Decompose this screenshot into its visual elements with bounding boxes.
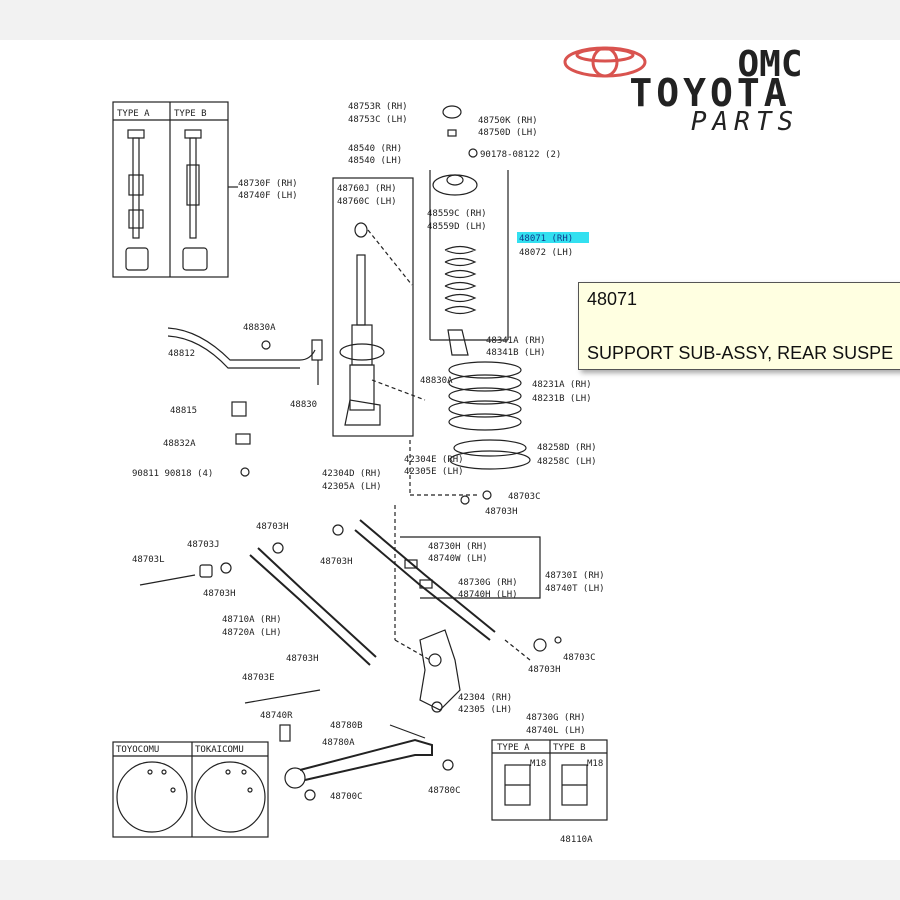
inset-type-b: TYPE B — [174, 109, 207, 119]
label-48830A[interactable]: 48830A — [243, 323, 276, 333]
label-48540-rh[interactable]: 48540 (RH) — [348, 144, 402, 154]
label-48780B[interactable]: 48780B — [330, 721, 363, 731]
inset-type-a: TYPE A — [117, 109, 150, 119]
label-48720A[interactable]: 48720A (LH) — [222, 628, 282, 638]
label-48830[interactable]: 48830 — [290, 400, 317, 410]
label-48780C[interactable]: 48780C — [428, 786, 461, 796]
inset-m18-a: M18 — [530, 759, 546, 769]
label-48703E[interactable]: 48703E — [242, 673, 275, 683]
label-48341B[interactable]: 48341B (LH) — [486, 348, 546, 358]
label-48703C[interactable]: 48703C — [508, 492, 541, 502]
omc-toyota-parts-logo: OMC TOYOTA PARTS — [563, 44, 803, 134]
label-48703H-6[interactable]: 48703H — [528, 665, 561, 675]
label-48812[interactable]: 48812 — [168, 349, 195, 359]
label-48832A[interactable]: 48832A — [163, 439, 196, 449]
inset-bottom-type-b: TYPE B — [553, 743, 586, 753]
label-48231B[interactable]: 48231B (LH) — [532, 394, 592, 404]
label-48710A[interactable]: 48710A (RH) — [222, 615, 282, 625]
label-48341A[interactable]: 48341A (RH) — [486, 336, 546, 346]
label-48559D[interactable]: 48559D (LH) — [427, 222, 487, 232]
label-48540-lh[interactable]: 48540 (LH) — [348, 156, 402, 166]
label-48071[interactable]: 48071 (RH) — [519, 234, 573, 244]
label-42304[interactable]: 42304 (RH) — [458, 693, 512, 703]
label-42305[interactable]: 42305 (LH) — [458, 705, 512, 715]
label-48753C[interactable]: 48753C (LH) — [348, 115, 408, 125]
label-48559C[interactable]: 48559C (RH) — [427, 209, 487, 219]
inset-bottom-type-a: TYPE A — [497, 743, 530, 753]
label-48730H[interactable]: 48730H (RH) — [428, 542, 488, 552]
label-42305A[interactable]: 42305A (LH) — [322, 482, 382, 492]
logo-omc: OMC — [737, 44, 802, 85]
label-48740L[interactable]: 48740L (LH) — [526, 726, 586, 736]
label-48231A[interactable]: 48231A (RH) — [532, 380, 592, 390]
strut-box — [332, 177, 414, 437]
label-48072[interactable]: 48072 (LH) — [519, 248, 573, 258]
label-48760J[interactable]: 48760J (RH) — [337, 184, 397, 194]
label-48750K[interactable]: 48750K (RH) — [478, 116, 538, 126]
label-48740F[interactable]: 48740F (LH) — [238, 191, 298, 201]
label-90178[interactable]: 90178-08122 (2) — [480, 150, 561, 160]
label-48730F[interactable]: 48730F (RH) — [238, 179, 298, 189]
label-48730G-2[interactable]: 48730G (RH) — [526, 713, 586, 723]
label-48703H-4[interactable]: 48703H — [320, 557, 353, 567]
label-48740T[interactable]: 48740T (LH) — [545, 584, 605, 594]
label-48703L[interactable]: 48703L — [132, 555, 165, 565]
label-48703J[interactable]: 48703J — [187, 540, 220, 550]
label-48258D[interactable]: 48258D (RH) — [537, 443, 597, 453]
label-48703H-5[interactable]: 48703H — [286, 654, 319, 664]
highlight-48071 — [517, 232, 589, 243]
tooltip-part-description: SUPPORT SUB-ASSY, REAR SUSPE — [587, 343, 894, 363]
label-48703H-3[interactable]: 48703H — [203, 589, 236, 599]
label-48740R[interactable]: 48740R — [260, 711, 293, 721]
parts-diagram-sheet: TYPE A TYPE B 48730F (RH) 48740F (LH) 48… — [0, 40, 900, 860]
inset-toyocomu: TOYOCOMU — [116, 745, 159, 755]
label-48753R[interactable]: 48753R (RH) — [348, 102, 408, 112]
inset-tokaicomu: TOKAICOMU — [195, 745, 244, 755]
label-48740H[interactable]: 48740H (LH) — [458, 590, 518, 600]
label-48760C[interactable]: 48760C (LH) — [337, 197, 397, 207]
label-48703C-2[interactable]: 48703C — [563, 653, 596, 663]
label-42305E[interactable]: 42305E (LH) — [404, 467, 464, 477]
label-48740W[interactable]: 48740W (LH) — [428, 554, 488, 564]
label-48730I[interactable]: 48730I (RH) — [545, 571, 605, 581]
label-48110A[interactable]: 48110A — [560, 835, 593, 845]
label-48700C[interactable]: 48700C — [330, 792, 363, 802]
label-42304D[interactable]: 42304D (RH) — [322, 469, 382, 479]
label-48830A-2[interactable]: 48830A — [420, 376, 453, 386]
inset-m18-b: M18 — [587, 759, 603, 769]
label-48258C[interactable]: 48258C (LH) — [537, 457, 597, 467]
logo-parts: PARTS — [691, 107, 799, 134]
label-48815[interactable]: 48815 — [170, 406, 197, 416]
label-48750D[interactable]: 48750D (LH) — [478, 128, 538, 138]
logo-toyota: TOYOTA — [629, 71, 790, 115]
tooltip-part-code: 48071 — [587, 289, 638, 309]
label-48730G[interactable]: 48730G (RH) — [458, 578, 518, 588]
label-42304E[interactable]: 42304E (RH) — [404, 455, 464, 465]
part-tooltip: 48071 SUPPORT SUB-ASSY, REAR SUSPE — [578, 282, 900, 370]
label-48780A[interactable]: 48780A — [322, 738, 355, 748]
label-90811[interactable]: 90811 90818 (4) — [132, 469, 213, 479]
rear-suspension-diagram: TYPE A TYPE B 48730F (RH) 48740F (LH) 48… — [112, 101, 608, 845]
label-48703H-2[interactable]: 48703H — [256, 522, 289, 532]
label-48703H-1[interactable]: 48703H — [485, 507, 518, 517]
